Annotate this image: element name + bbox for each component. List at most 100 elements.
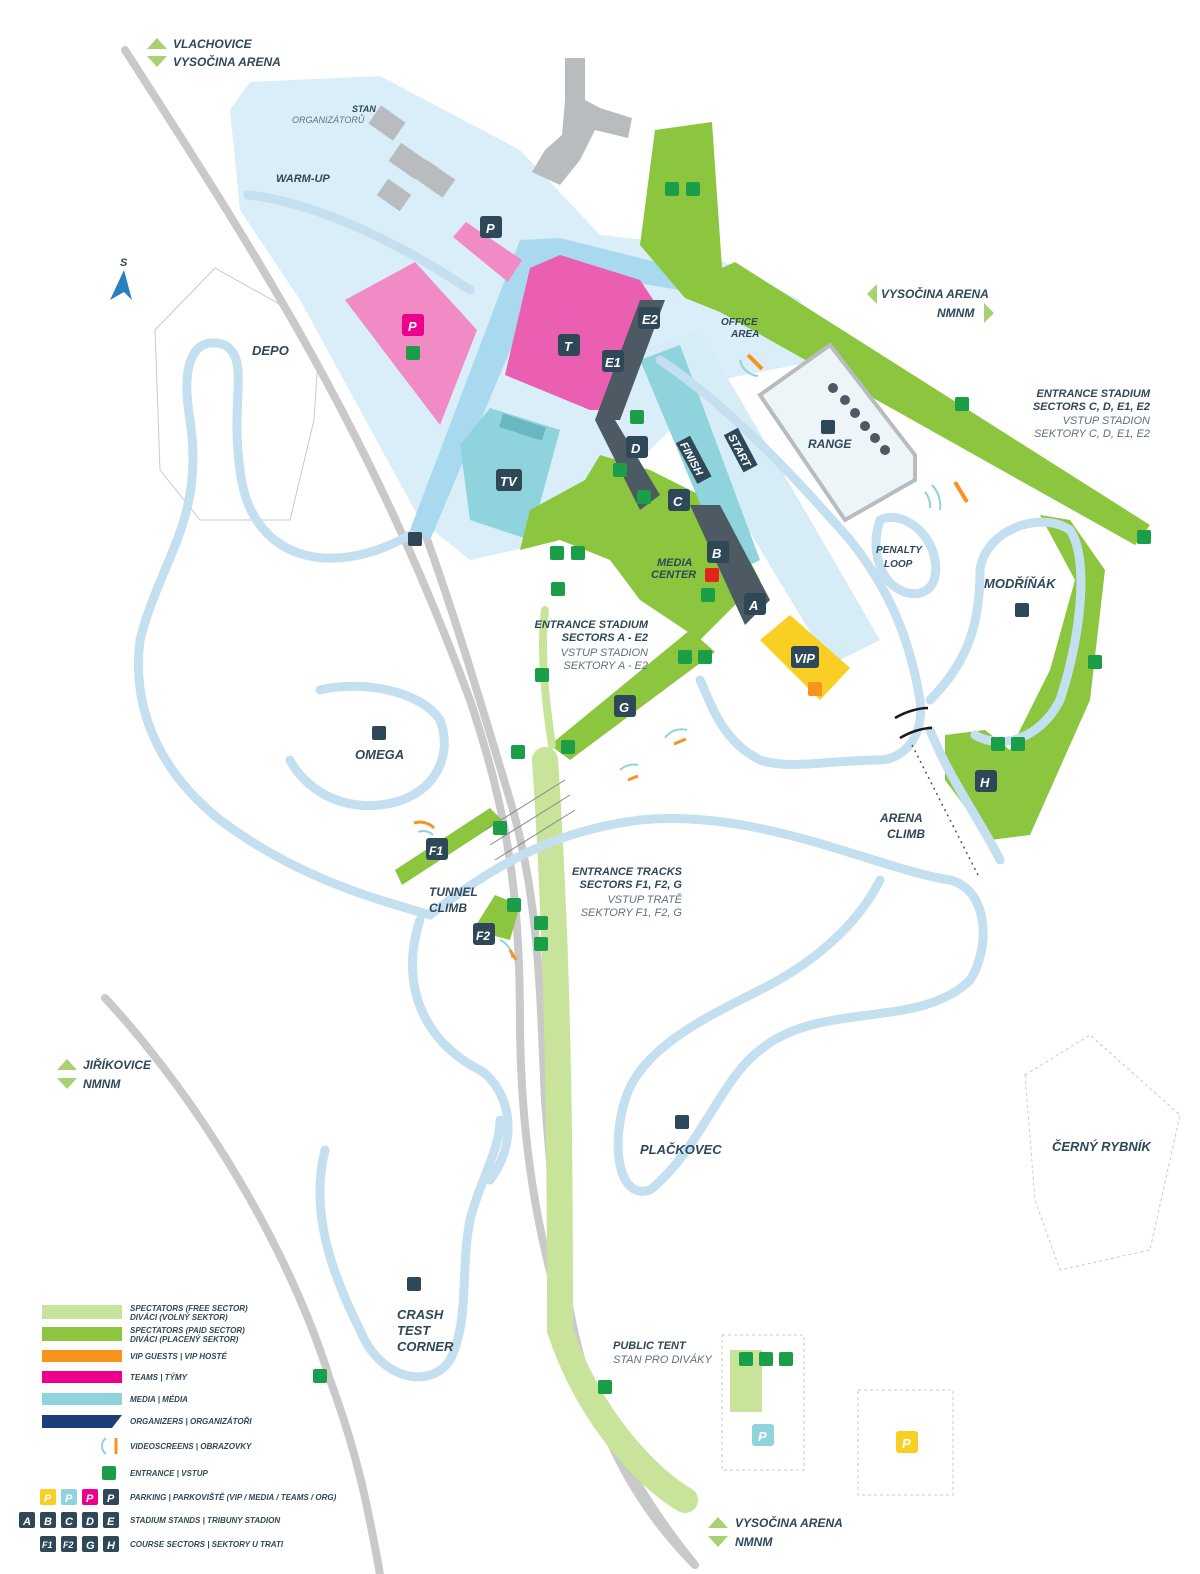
warmup-track [243,190,475,295]
legend-parking-letter: P [86,1493,94,1505]
toilet-icon [571,546,585,560]
entrance-ae-line4: SEKTORY A - E2 [563,660,648,672]
sector-e2-badge: E2 [638,307,660,329]
legend-parking-teams [82,1489,98,1505]
legend-stand-letter: B [44,1516,52,1528]
skier-icon [1015,603,1029,617]
arrow-up-icon [147,38,167,49]
toilet-icon [534,937,548,951]
sector-badges: E2 E1 T D C B A G H F1 F2 P P TV VIP P P [402,216,997,1453]
entrance-cd-line1: ENTRANCE STADIUM [1037,388,1151,400]
north-arrow: S [110,257,132,300]
entrance-tracks-line3: VSTUP TRATĚ [607,893,682,906]
label-arena-climb-2: CLIMB [887,827,925,841]
legend-stand-letter: D [86,1516,94,1528]
legend-entrance-icon [102,1466,116,1480]
sector-b-badge: B [707,541,729,563]
arena-bridge [894,706,933,740]
north-label: S [120,257,128,269]
walk-icon [598,1380,612,1394]
svg-text:G: G [619,700,629,715]
course-tracks [134,338,1086,1382]
legend-swatch-paid [42,1327,122,1341]
label-omega: OMEGA [355,747,404,762]
car-icon [408,532,422,546]
tv-truck [498,413,547,441]
dir-left-up: JIŘÍKOVICE [83,1057,152,1072]
label-public-tent-1: PUBLIC TENT [613,1340,687,1352]
dir-top-up: VLACHOVICE [173,37,253,51]
legend-stand-letter: C [65,1516,74,1528]
organizer-buildings [368,58,632,212]
toilet-icon [808,682,822,696]
sector-t-badge: T [558,334,580,356]
label-crash-2: TEST [397,1323,431,1338]
legend-text-media: MEDIA | MÉDIA [130,1395,188,1404]
legend-stand-letter: A [22,1516,31,1528]
teams-parking-small [453,222,522,282]
sector-g-badge: G [614,695,636,717]
svg-text:A: A [748,598,758,613]
legend-swatch-free [42,1305,122,1319]
legend-parking-media [61,1489,77,1505]
label-office-2: AREA [730,329,759,340]
legend-course-badges [40,1536,119,1552]
direction-bottom: VYSOČINA ARENA NMNM [708,1515,843,1549]
entrance-cd-line3: VSTUP STADION [1063,415,1150,427]
dir-bottom-up: VYSOČINA ARENA [735,1515,843,1530]
legend-parking-org [103,1489,119,1505]
legend-parking-letter: P [65,1493,73,1505]
legend-text-vip: VIP GUESTS | VIP HOSTÉ [130,1352,227,1361]
sector-h-badge: H [975,770,997,792]
toilet-icon [637,490,651,504]
label-media-1: MEDIA [657,557,693,569]
svg-text:P: P [758,1429,767,1444]
legend-course-letter: F1 [42,1540,53,1550]
legend-course-letter: G [86,1540,95,1552]
label-depo: DEPO [252,343,289,358]
dir-top-down: VYSOČINA ARENA [173,54,281,69]
refreshment-icon [665,182,679,196]
entrance-ae-text: ENTRANCE STADIUM SECTORS A - E2 VSTUP ST… [535,619,649,672]
label-stan: STAN [352,104,376,114]
sector-a-badge: A [744,593,766,615]
arrow-right-icon [984,303,994,323]
toilet-icon [511,745,525,759]
refreshment-icon [991,737,1005,751]
arrow-down-icon [147,56,167,67]
toilet-icon [698,650,712,664]
parking-area-vip [857,1389,954,1496]
label-penalty-2: LOOP [884,559,913,570]
svg-text:T: T [564,339,573,354]
sector-e1-badge: E1 [602,350,624,372]
label-media-2: CENTER [651,569,696,581]
svg-text:E1: E1 [605,355,621,370]
label-public-tent-2: STAN PRO DIVÁKY [613,1353,712,1366]
dir-right-left: VYSOČINA ARENA [881,286,989,301]
parking-area-light [721,1334,805,1471]
walk-icon [535,668,549,682]
svg-text:C: C [673,494,683,509]
arrow-down-icon [708,1536,728,1547]
direction-left: JIŘÍKOVICE NMNM [57,1057,152,1091]
arrow-up-icon [57,1059,77,1070]
parking-media-badge: P [752,1424,774,1446]
legend-course-letter: H [107,1540,116,1552]
label-crash-1: CRASH [397,1307,444,1322]
range-area [757,342,917,523]
parking-org-badge: P [480,216,502,238]
svg-text:P: P [902,1436,911,1451]
entrance-ae-line1: ENTRANCE STADIUM [535,619,649,631]
entrance-tracks-line4: SEKTORY F1, F2, G [581,907,683,919]
legend-text-organizers: ORGANIZERS | ORGANIZÁTOŘI [130,1417,252,1426]
label-range: RANGE [808,437,852,451]
entrance-icon [1088,655,1102,669]
svg-text:E2: E2 [642,312,659,327]
entrance-ae-line2: SECTORS A - E2 [562,632,648,644]
entrance-ae-line3: VSTUP STADION [561,647,648,659]
direction-right: VYSOČINA ARENA NMNM [867,284,994,323]
arrow-down-icon [57,1078,77,1089]
walk-icon [313,1369,327,1383]
refreshment-icon [739,1352,753,1366]
